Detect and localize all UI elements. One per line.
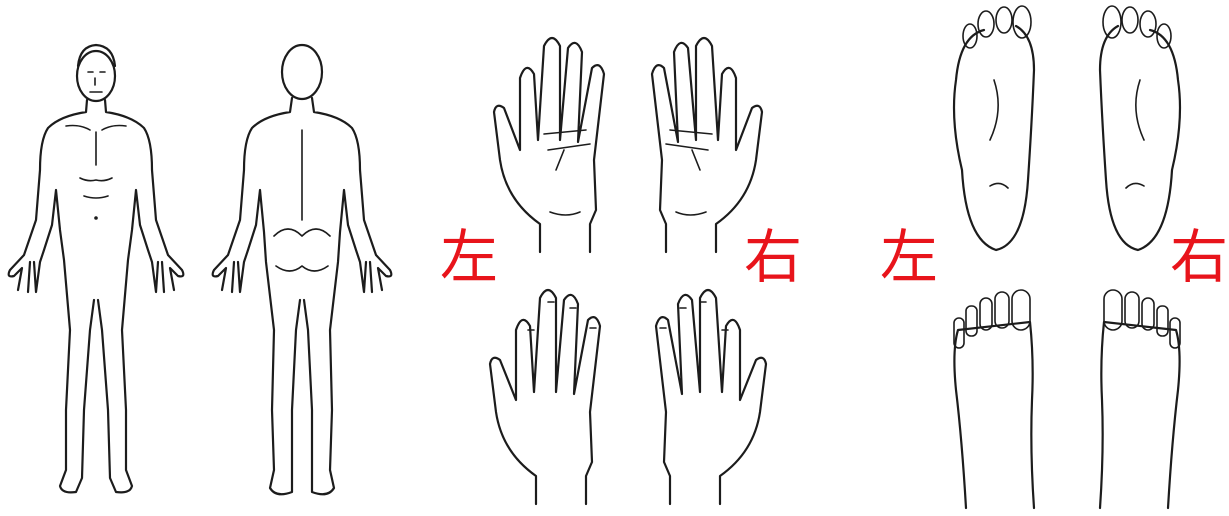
hands-right-label: 右 (744, 223, 803, 291)
feet-left-label: 左 (880, 223, 939, 291)
body-front-figure (7, 43, 185, 494)
hand-right-palm (650, 36, 764, 254)
body-back-figure (211, 43, 393, 496)
foot-right-sole (1098, 5, 1182, 252)
foot-left-top (953, 289, 1036, 510)
foot-right-top (1098, 289, 1181, 510)
foot-left-sole (952, 5, 1036, 252)
hand-left-back (488, 288, 602, 506)
hands-left-label: 左 (440, 223, 499, 291)
hand-right-back (654, 288, 768, 506)
hand-left-palm (492, 36, 606, 254)
feet-right-label: 右 (1170, 223, 1229, 291)
